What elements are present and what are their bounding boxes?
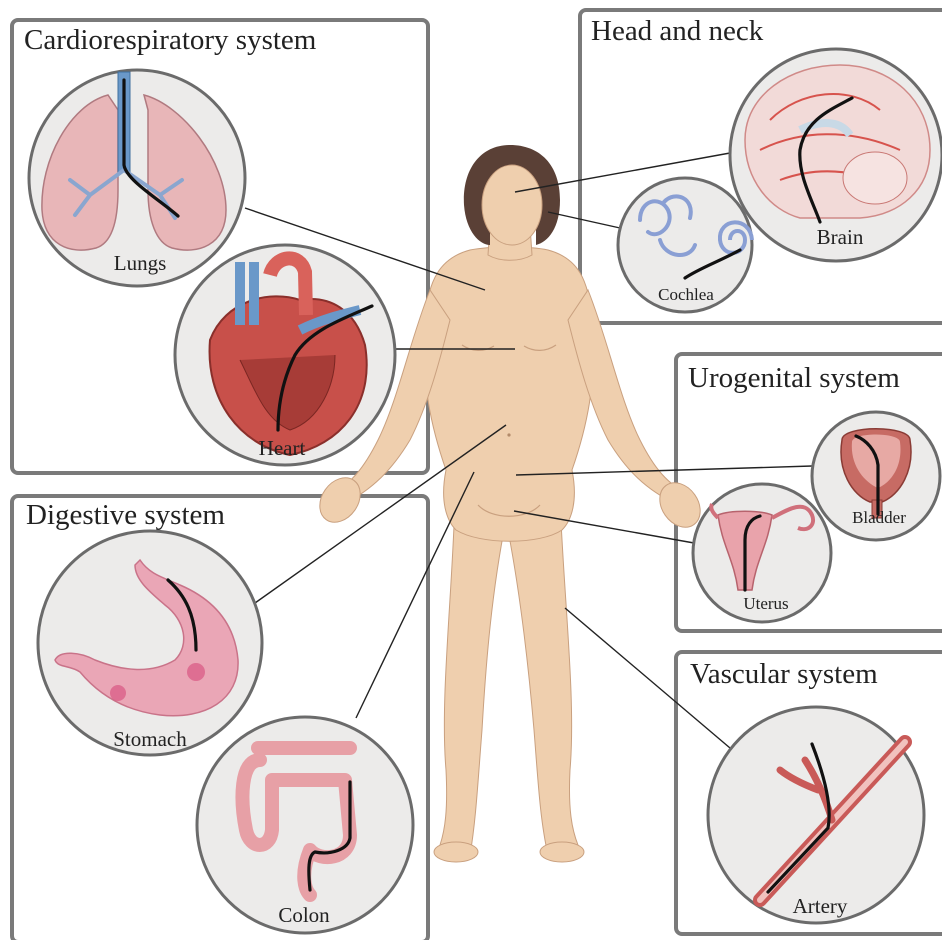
colon-illustration	[197, 717, 413, 933]
label-artery: Artery	[793, 894, 848, 918]
torso	[424, 247, 594, 541]
navel	[507, 433, 510, 436]
brain-cerebrum	[745, 65, 930, 218]
label-cochlea: Cochlea	[658, 285, 714, 304]
label-lungs: Lungs	[114, 251, 167, 275]
face	[482, 165, 542, 245]
cerebellum	[843, 152, 907, 204]
panel-title-vascular: Vascular system	[690, 658, 878, 690]
stomach-lesion-2	[187, 663, 205, 681]
label-bladder: Bladder	[852, 508, 906, 527]
label-colon: Colon	[278, 903, 330, 927]
left-foot	[434, 842, 478, 862]
panel-title-head-and-neck: Head and neck	[591, 15, 764, 47]
panel-title-digestive: Digestive system	[26, 499, 225, 531]
artery-illustration	[708, 707, 924, 923]
left-leg	[440, 500, 506, 855]
panel-title-cardiorespiratory: Cardiorespiratory system	[24, 24, 317, 56]
label-brain: Brain	[817, 225, 864, 249]
right-foot	[540, 842, 584, 862]
artery-circle	[708, 707, 924, 923]
heart-illustration	[175, 245, 395, 465]
label-heart: Heart	[259, 436, 306, 460]
label-stomach: Stomach	[113, 727, 187, 751]
panel-title-urogenital: Urogenital system	[688, 362, 900, 394]
label-uterus: Uterus	[743, 594, 788, 613]
stomach-lesion-1	[110, 685, 126, 701]
right-leg	[506, 500, 578, 855]
stomach-illustration	[38, 531, 262, 755]
